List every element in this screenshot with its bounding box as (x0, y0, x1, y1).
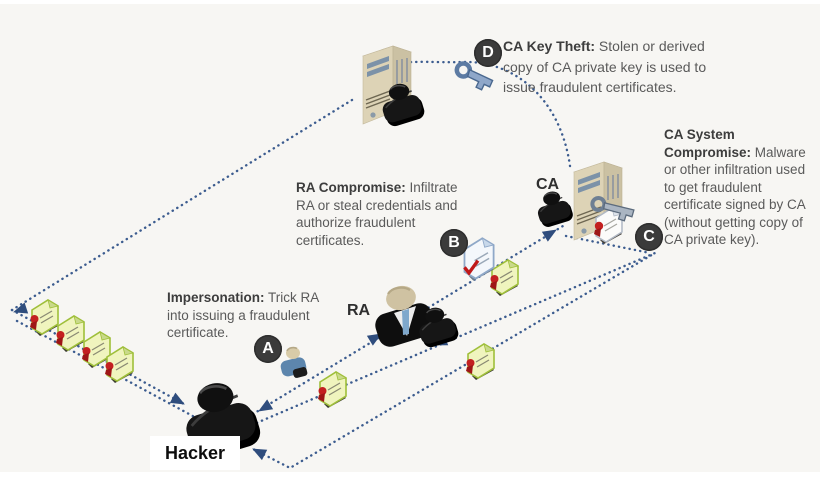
fraudulent-certificate-icon (463, 237, 495, 281)
ca-label: CA (536, 176, 560, 193)
dotted-path-return-loop (245, 251, 656, 470)
arrow-into-hacker-return (249, 443, 268, 461)
badge-a: A (254, 335, 282, 363)
badge-b: B (440, 229, 468, 257)
arrow-into-hacker-from-left (169, 392, 188, 410)
certificate-icon (465, 343, 495, 381)
arrow-into-hacker-from-ra (255, 399, 274, 417)
dotted-path-server-to-left-vertex (10, 98, 354, 312)
annotation-ca-system-compromise: CA System Compromise: Malware or other i… (664, 127, 806, 247)
certificate-icon (81, 331, 111, 369)
impersonator-person-icon (280, 346, 308, 378)
badge-c: C (635, 223, 663, 251)
arrow-into-ca-server (541, 224, 560, 242)
annotation-ra-compromise: RA Compromise: Infiltrate RA or steal cr… (296, 180, 458, 248)
ca-server-key-icon (590, 196, 635, 222)
ca-certificate-icon (594, 207, 624, 244)
certificate-icon (55, 315, 85, 353)
ra-person-icon (375, 285, 461, 350)
ra-label: RA (347, 302, 371, 319)
certificate-icon (29, 299, 59, 337)
stolen-ca-key-icon (454, 61, 494, 91)
arrow-at-left-vertex (11, 302, 29, 318)
hacker-label-box: Hacker (150, 436, 240, 470)
hacker-label: Hacker (164, 442, 226, 463)
ca-admin-person-icon (535, 189, 576, 230)
annotation-impersonation: Impersonation: Trick RA into issuing a f… (167, 290, 319, 340)
badge-d: D (474, 39, 502, 67)
dotted-path-hacker-to-ca-upper (251, 224, 565, 416)
dotted-arc-ca-key-theft (394, 60, 572, 168)
dotted-path-ca-to-bend (564, 234, 652, 255)
annotation-ca-key-theft: CA Key Theft: Stolen or derived copy of … (503, 38, 707, 95)
certificate-icon (317, 371, 347, 409)
